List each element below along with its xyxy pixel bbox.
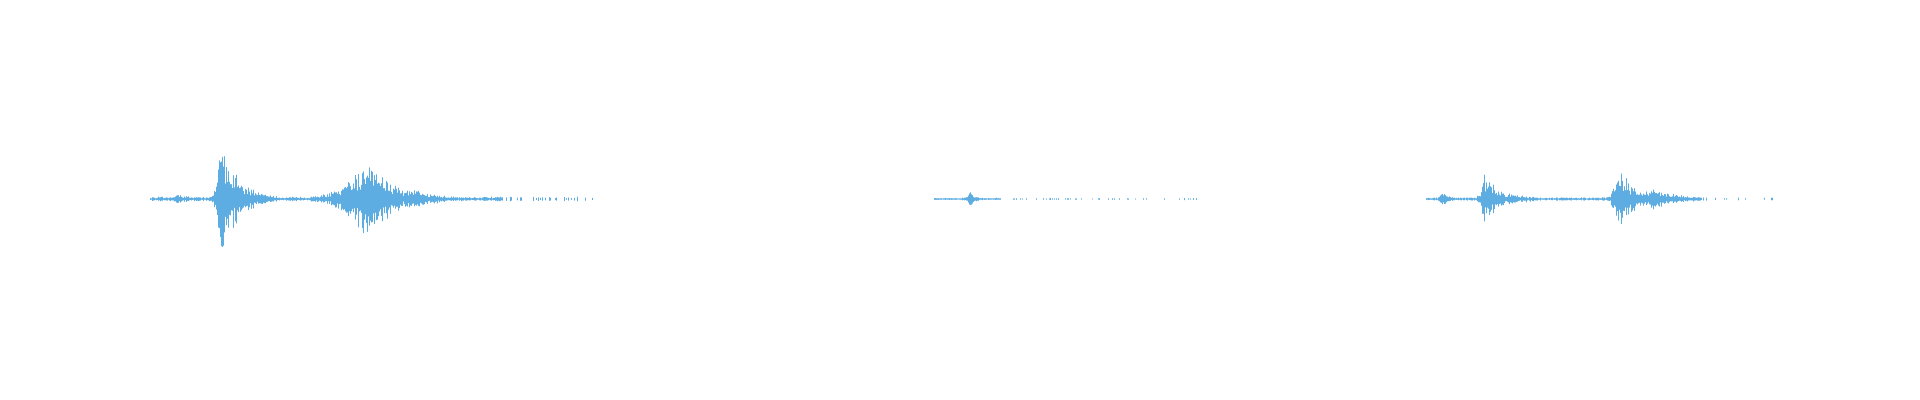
waveform-segment-1 (150, 156, 593, 247)
waveform-segment-2 (934, 192, 1197, 205)
waveform-segment-3 (1426, 173, 1773, 224)
